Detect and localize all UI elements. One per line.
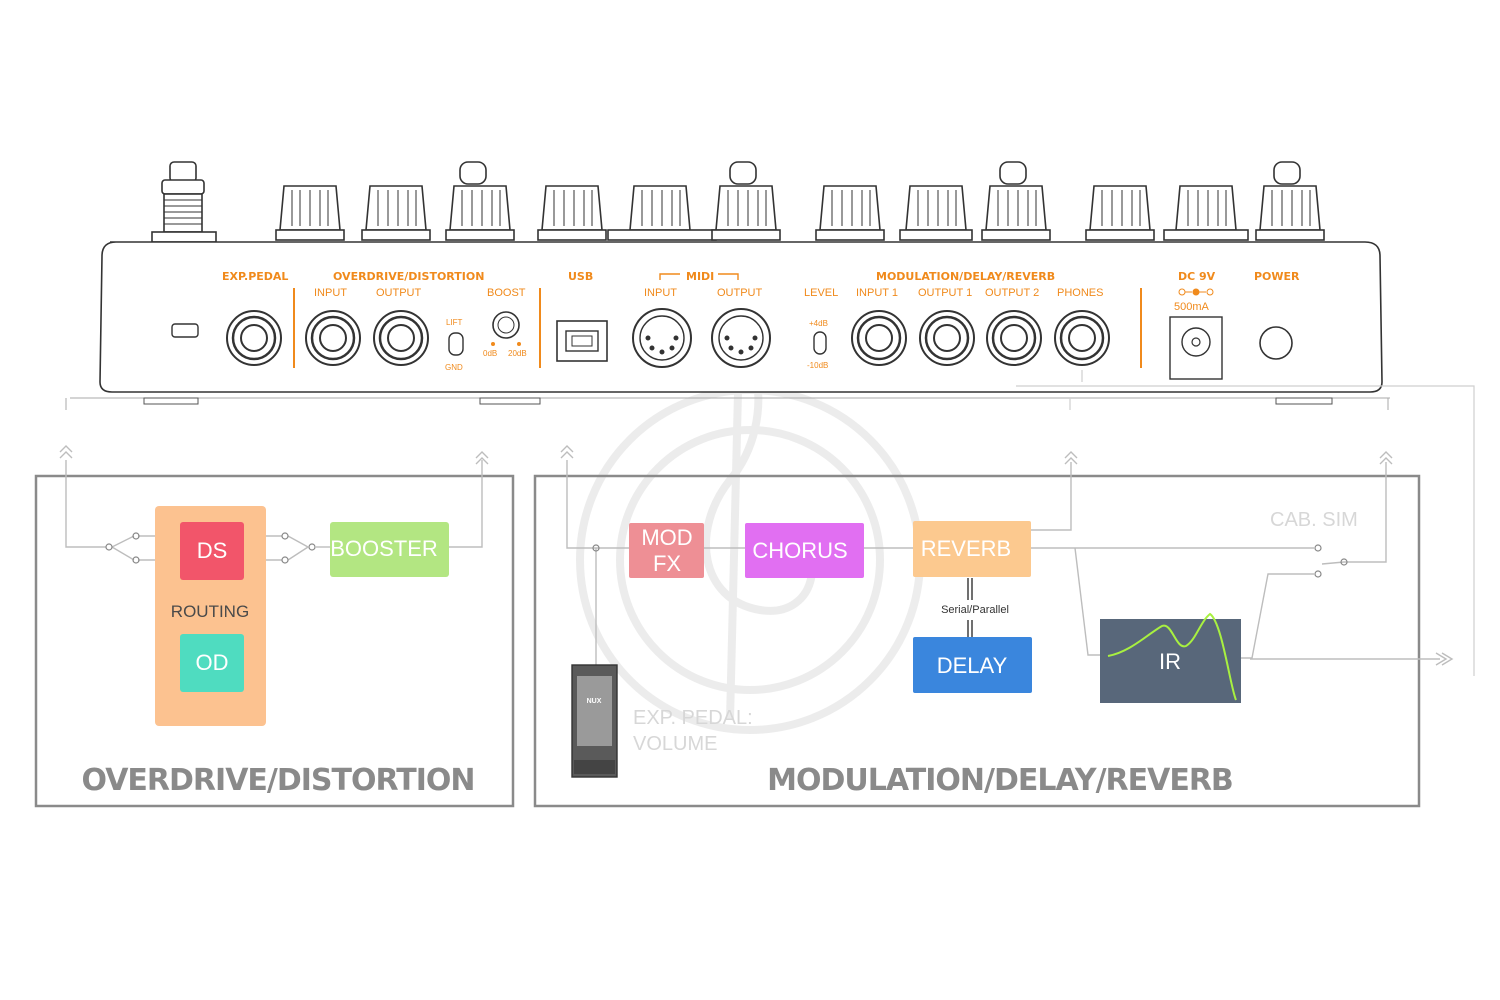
dc-power-jack[interactable] [1169, 316, 1223, 380]
exp-pedal-caption-1: EXP. PEDAL: [633, 707, 753, 729]
serial-parallel-label: Serial/Parallel [941, 604, 1009, 616]
booster-label: BOOSTER [330, 536, 438, 561]
knob-row [275, 161, 1325, 241]
output1-label: OUTPUT 1 [918, 287, 972, 299]
mod-fx-label-1: MOD [641, 525, 692, 550]
boost-0db-label: 0dB [483, 349, 497, 358]
exp-pedal-jack[interactable] [226, 310, 282, 366]
ir-block: IR [1100, 612, 1241, 703]
level-label: LEVEL [804, 287, 838, 299]
booster-block: BOOSTER [330, 522, 449, 577]
midi-output-port[interactable] [711, 308, 771, 368]
delay-label: DELAY [937, 653, 1008, 678]
ir-curve-icon [1107, 612, 1237, 701]
output2-jack[interactable] [986, 310, 1042, 366]
overdrive-panel [34, 474, 515, 808]
routing-label: ROUTING [171, 602, 249, 621]
reverb-label: REVERB [921, 536, 1011, 561]
output1-jack[interactable] [919, 310, 975, 366]
ir-label: IR [1159, 649, 1181, 674]
power-button[interactable] [1259, 326, 1293, 360]
exp-pedal-caption-2: VOLUME [633, 733, 717, 755]
midi-output-label: OUTPUT [717, 287, 763, 299]
midi-input-label: INPUT [644, 287, 677, 299]
footswitch-knob [151, 161, 217, 243]
level-plus-label: +4dB [809, 319, 828, 328]
device-top-knobs [151, 161, 1325, 243]
level-minus-label: -10dB [807, 361, 828, 370]
usb-label: USB [568, 270, 593, 283]
ds-label: DS [197, 538, 228, 563]
ds-block: DS [180, 522, 244, 580]
output2-label: OUTPUT 2 [985, 287, 1039, 299]
reverb-block: REVERB [913, 521, 1031, 577]
exp-lock-slot [171, 323, 199, 338]
mod-fx-label-2: FX [653, 551, 681, 576]
chorus-block: CHORUS [745, 523, 864, 578]
od-output-label: OUTPUT [376, 287, 422, 299]
chorus-label: CHORUS [752, 538, 847, 563]
od-label: OD [196, 650, 229, 675]
dc-label: DC 9V [1178, 270, 1216, 283]
usb-port[interactable] [556, 320, 608, 362]
phones-jack[interactable] [1054, 310, 1110, 366]
panel-labels: EXP.PEDAL OVERDRIVE/DISTORTION USB MIDI … [222, 270, 1300, 372]
midi-input-port[interactable] [632, 308, 692, 368]
lift-gnd-switch[interactable] [448, 332, 464, 356]
input1-jack[interactable] [851, 310, 907, 366]
mod-signal-path [560, 445, 1454, 666]
mod-fx-block: MOD FX [629, 523, 704, 578]
level-switch[interactable] [813, 331, 827, 355]
boost-knob[interactable] [492, 311, 520, 339]
od-input-jack[interactable] [305, 310, 361, 366]
modulation-panel [533, 474, 1421, 808]
delay-block: DELAY [913, 637, 1032, 693]
dc-polarity-icon [1178, 288, 1214, 296]
pedal-brand-logo: NUX [587, 698, 602, 705]
phones-label: PHONES [1057, 287, 1103, 299]
exp-pedal-label: EXP.PEDAL [222, 270, 288, 283]
od-output-jack[interactable] [373, 310, 429, 366]
input1-label: INPUT 1 [856, 287, 898, 299]
gnd-label: GND [445, 363, 463, 372]
expression-pedal: NUX [571, 664, 618, 778]
left-panel-title: OVERDRIVE/DISTORTION [82, 763, 475, 798]
connection-lines [1016, 370, 1475, 676]
power-label: POWER [1254, 270, 1300, 283]
panel-jacks [171, 308, 1293, 380]
boost-label: BOOST [487, 287, 526, 299]
dc-current-label: 500mA [1174, 301, 1210, 313]
cab-sim-label: CAB. SIM [1270, 509, 1358, 531]
lift-label: LIFT [446, 318, 463, 327]
modulation-section-label: MODULATION/DELAY/REVERB [876, 270, 1055, 283]
right-panel-title: MODULATION/DELAY/REVERB [767, 763, 1233, 798]
od-block: OD [180, 634, 244, 692]
boost-20db-label: 20dB [508, 349, 527, 358]
midi-label: MIDI [686, 270, 714, 283]
overdrive-section-label: OVERDRIVE/DISTORTION [333, 270, 484, 283]
od-signal-path [59, 445, 489, 564]
od-input-label: INPUT [314, 287, 347, 299]
